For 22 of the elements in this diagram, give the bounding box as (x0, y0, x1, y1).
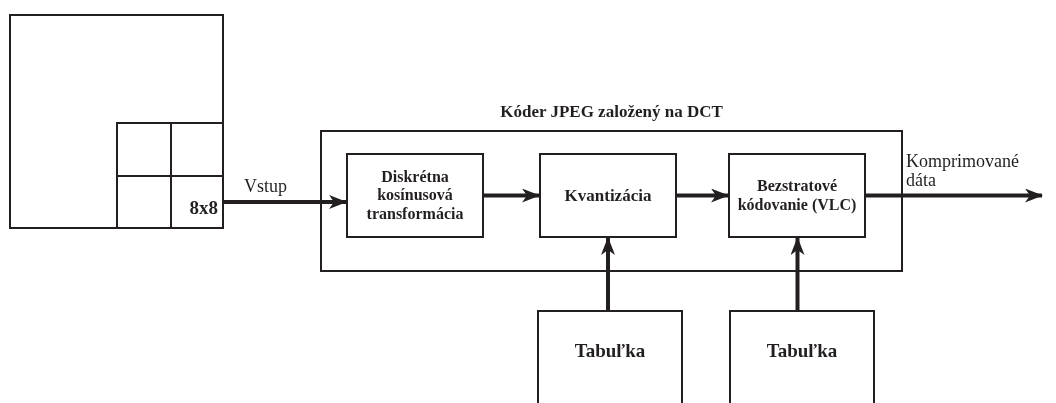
edge-label: Vstup (244, 177, 287, 196)
process-box (539, 153, 677, 238)
box-label: Tabuľka (766, 339, 838, 362)
arrow (677, 188, 729, 203)
arrow (790, 237, 805, 310)
process-box (729, 310, 875, 403)
image-frame (9, 14, 224, 229)
process-box (728, 153, 866, 238)
arrow (484, 188, 540, 203)
arrow (601, 237, 615, 310)
process-box (346, 153, 484, 238)
process-box (537, 310, 683, 403)
block-label: 8x8 (189, 197, 219, 221)
box-label: Tabuľka (574, 339, 646, 362)
box-label: Diskrétna kosínusová transformácia (365, 167, 465, 224)
box-label: Bezstratové kódovanie (VLC) (736, 177, 858, 214)
box-label: Kvantizácia (563, 185, 653, 206)
arrow (224, 195, 347, 209)
group-title: Kóder JPEG založený na DCT (499, 102, 724, 122)
arrow (866, 188, 1043, 203)
grid-cell (116, 122, 172, 177)
edge-label: Komprimované dáta (906, 151, 1020, 190)
